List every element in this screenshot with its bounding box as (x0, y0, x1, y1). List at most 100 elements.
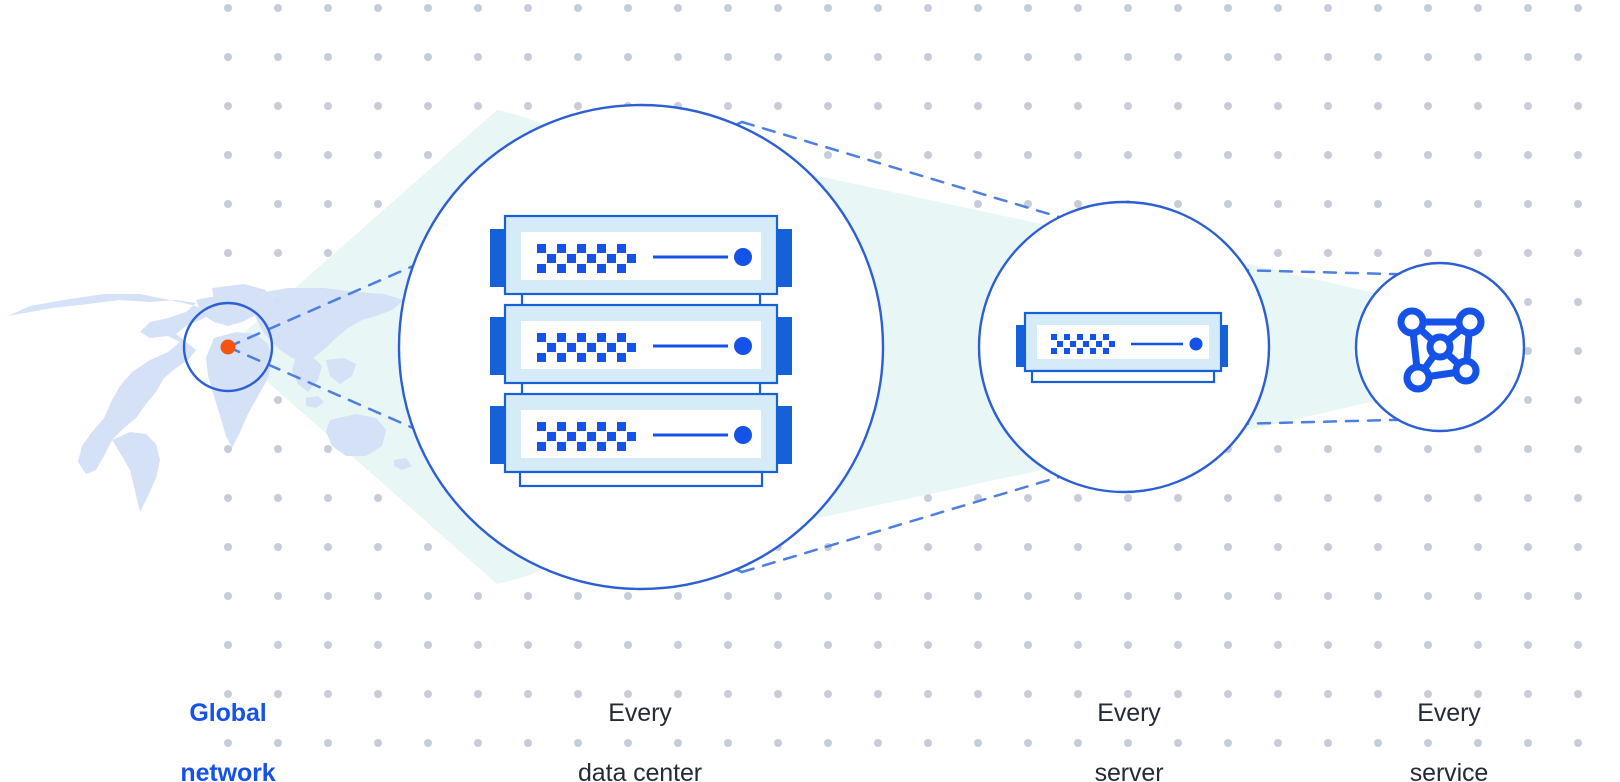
grid-dot (1324, 4, 1332, 12)
grid-dot (274, 102, 282, 110)
grid-dot (324, 4, 332, 12)
mesh-node-bottom-right (1452, 357, 1480, 385)
grid-dot (874, 543, 882, 551)
grid-dot (1374, 690, 1382, 698)
grid-dot (774, 739, 782, 747)
grid-dot (1324, 200, 1332, 208)
grid-dot (474, 592, 482, 600)
grid-dot (1524, 53, 1532, 61)
grid-dot (1224, 53, 1232, 61)
grid-dot (924, 543, 932, 551)
grid-dot (324, 200, 332, 208)
grid-dot (1424, 4, 1432, 12)
grid-dot (1524, 249, 1532, 257)
grid-dot (324, 543, 332, 551)
grid-dot (374, 102, 382, 110)
grid-dot (1324, 445, 1332, 453)
grid-dot (1574, 298, 1582, 306)
grid-dot (1174, 543, 1182, 551)
grid-dot (1074, 690, 1082, 698)
grid-dot (924, 592, 932, 600)
grid-dot (574, 53, 582, 61)
grid-dot (1174, 200, 1182, 208)
grid-dot (874, 641, 882, 649)
grid-dot (1524, 690, 1532, 698)
grid-dot (224, 102, 232, 110)
grid-dot (1574, 249, 1582, 257)
grid-dot (274, 200, 282, 208)
funnel-segment-server-to-service (1222, 258, 1388, 436)
server-unit-2-status-dot (734, 337, 752, 355)
grid-dot (1374, 151, 1382, 159)
grid-dot (624, 53, 632, 61)
grid-dot (424, 543, 432, 551)
grid-dot (1474, 494, 1482, 502)
grid-dot (1274, 200, 1282, 208)
grid-dot (1174, 690, 1182, 698)
mesh-node-center (1426, 333, 1454, 361)
grid-dot (274, 396, 282, 404)
grid-dot (974, 151, 982, 159)
grid-dot (224, 4, 232, 12)
grid-dot (1524, 347, 1532, 355)
grid-dot (1474, 53, 1482, 61)
mesh-network-icon (1397, 307, 1485, 393)
grid-dot (1474, 102, 1482, 110)
grid-dot (1024, 102, 1032, 110)
grid-dot (574, 592, 582, 600)
grid-dot (1524, 4, 1532, 12)
grid-dot (824, 641, 832, 649)
grid-dot (224, 445, 232, 453)
grid-dot (1424, 494, 1432, 502)
grid-dot (1324, 53, 1332, 61)
grid-dot (1574, 4, 1582, 12)
server-unit-3 (490, 392, 792, 474)
grid-dot (774, 690, 782, 698)
grid-dot (1574, 396, 1582, 404)
grid-dot (1074, 641, 1082, 649)
grid-dot (1574, 592, 1582, 600)
grid-dot (1024, 592, 1032, 600)
grid-dot (924, 53, 932, 61)
grid-dot (274, 445, 282, 453)
grid-dot (1274, 739, 1282, 747)
grid-dot (1324, 690, 1332, 698)
grid-dot (1424, 739, 1432, 747)
grid-dot (1174, 151, 1182, 159)
grid-dot (1474, 445, 1482, 453)
grid-dot (1524, 102, 1532, 110)
grid-dot (724, 102, 732, 110)
grid-dot (374, 739, 382, 747)
grid-dot (1274, 690, 1282, 698)
grid-dot (924, 690, 932, 698)
grid-dot (1324, 739, 1332, 747)
grid-dot (924, 151, 932, 159)
grid-dot (474, 102, 482, 110)
grid-dot (424, 641, 432, 649)
server-unit-2 (490, 303, 792, 397)
grid-dot (1074, 102, 1082, 110)
grid-dot (1374, 200, 1382, 208)
server-unit-icon (1016, 311, 1228, 384)
grid-dot (774, 592, 782, 600)
server-unit-3-vents (537, 422, 636, 451)
grid-dot (624, 4, 632, 12)
grid-dot (1174, 592, 1182, 600)
grid-dot (1224, 102, 1232, 110)
grid-dot (624, 690, 632, 698)
grid-dot (1174, 739, 1182, 747)
server-unit-1 (490, 214, 792, 308)
grid-dot (524, 641, 532, 649)
grid-dot (1424, 249, 1432, 257)
grid-dot (1024, 543, 1032, 551)
circle-global-network[interactable] (182, 301, 274, 393)
grid-dot (1424, 543, 1432, 551)
grid-dot (274, 4, 282, 12)
grid-dot (524, 690, 532, 698)
grid-dot (1474, 249, 1482, 257)
grid-dot (1124, 102, 1132, 110)
grid-dot (424, 4, 432, 12)
grid-dot (1524, 445, 1532, 453)
grid-dot (1324, 249, 1332, 257)
grid-dot (1224, 690, 1232, 698)
